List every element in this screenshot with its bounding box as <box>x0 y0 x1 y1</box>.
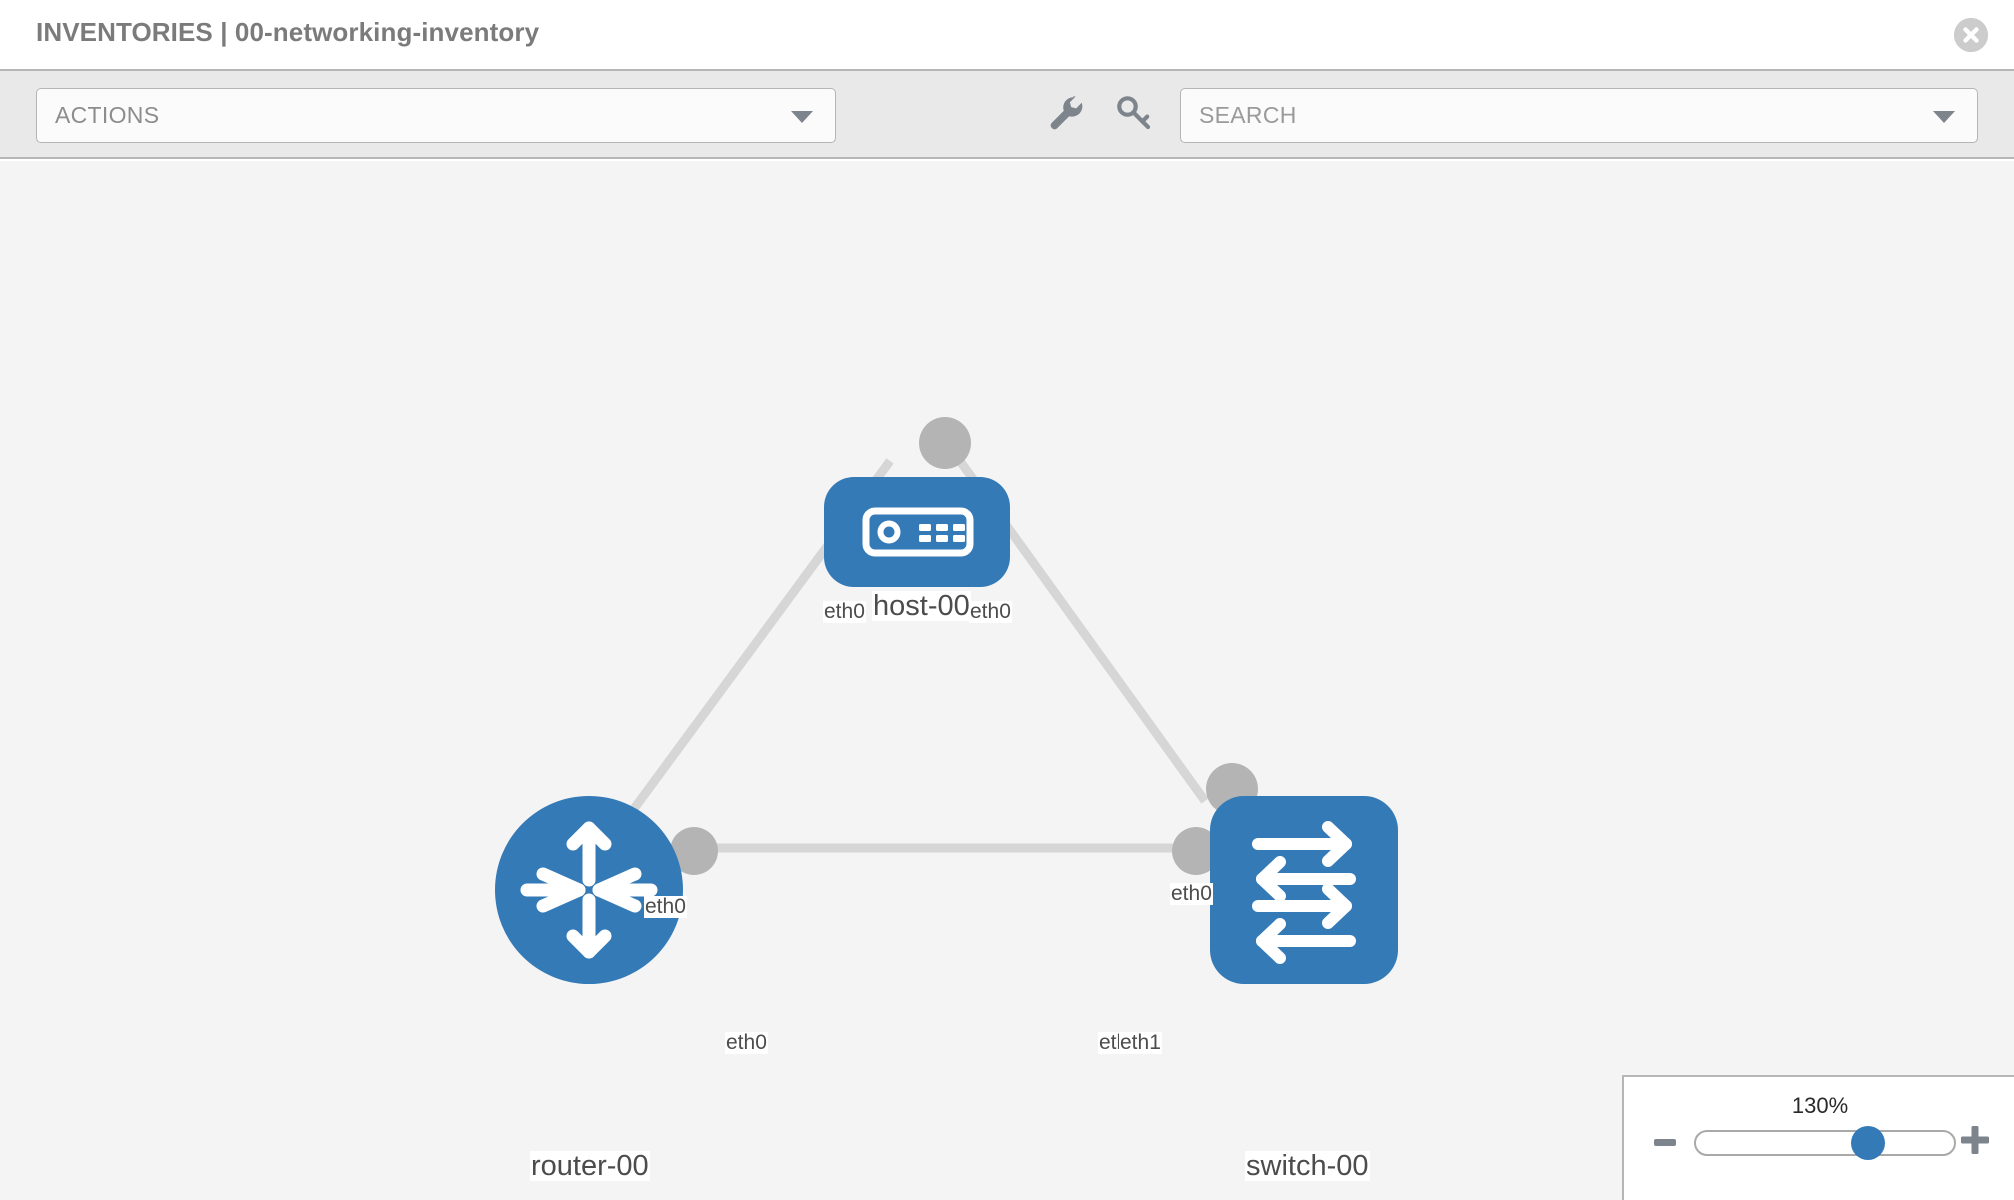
port-host-eth0[interactable] <box>919 417 971 469</box>
plus-icon <box>1961 1126 1989 1154</box>
router-arrows-icon <box>520 821 658 959</box>
key-icon[interactable] <box>1114 93 1154 133</box>
zoom-control-panel: 130% <box>1622 1075 2014 1200</box>
node-label-host-00: host-00 <box>872 590 971 622</box>
node-host-00[interactable] <box>824 477 1010 587</box>
chevron-down-icon <box>1933 111 1955 123</box>
port-label: eth0 <box>725 1031 768 1055</box>
server-appliance-icon <box>862 507 974 557</box>
zoom-in-button[interactable] <box>1958 1123 1992 1162</box>
port-label: eth0 <box>823 600 866 624</box>
port-router-eth0[interactable] <box>670 827 718 875</box>
port-switch-eth1[interactable] <box>1172 827 1220 875</box>
minus-icon <box>1654 1139 1676 1146</box>
page-header: INVENTORIES | 00-networking-inventory <box>0 0 2014 69</box>
close-icon[interactable] <box>1954 18 1988 52</box>
port-label: eth0 <box>644 895 687 919</box>
zoom-slider-thumb[interactable] <box>1851 1126 1885 1160</box>
zoom-out-button[interactable] <box>1652 1129 1678 1160</box>
node-label-router-00: router-00 <box>530 1150 650 1182</box>
node-switch-00[interactable] <box>1210 796 1398 984</box>
zoom-level-label: 130% <box>1791 1093 1849 1118</box>
port-label: eth0 <box>1170 882 1213 906</box>
port-label: eth1 <box>1119 1031 1162 1055</box>
actions-dropdown-label: ACTIONS <box>55 102 160 128</box>
wrench-icon[interactable] <box>1046 93 1086 133</box>
topology-graph <box>495 417 1398 984</box>
actions-dropdown[interactable]: ACTIONS <box>36 88 836 143</box>
port-label: eth0 <box>969 600 1012 624</box>
zoom-slider-track[interactable] <box>1694 1130 1956 1156</box>
page-title: INVENTORIES | 00-networking-inventory <box>36 17 540 47</box>
search-input[interactable]: SEARCH <box>1180 88 1978 143</box>
node-router-00[interactable] <box>495 796 683 984</box>
topology-ports <box>670 417 1258 875</box>
node-label-switch-00: switch-00 <box>1245 1150 1370 1182</box>
chevron-down-icon <box>791 111 813 123</box>
toolbar: ACTIONS SEARCH <box>0 69 2014 159</box>
topology-canvas[interactable]: eth0 host-00 eth0 eth0 eth0 eth0 eth0 et… <box>0 161 2014 1200</box>
search-placeholder: SEARCH <box>1199 102 1297 128</box>
switch-arrows-icon <box>1252 821 1356 964</box>
